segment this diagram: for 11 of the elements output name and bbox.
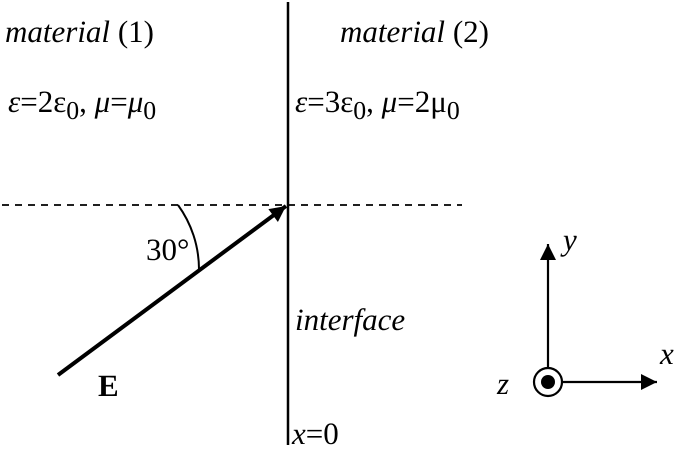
axis-label: z — [497, 366, 510, 402]
axis-label: y — [563, 222, 577, 258]
angle-label: 30° — [146, 232, 190, 268]
region-label: material (2) — [340, 14, 489, 50]
position-label: x=0 — [292, 416, 339, 452]
vector-label: E — [98, 368, 119, 404]
interface-label: interface — [295, 302, 406, 338]
axis-label: x — [660, 336, 674, 372]
material-parameters: ε=2ε$_{0}$, μ=μ$_{0}$ — [8, 84, 156, 128]
region-label: material (1) — [5, 14, 154, 50]
material-parameters: ε=3ε$_{0}$, μ=2μ$_{0}$ — [295, 84, 460, 128]
